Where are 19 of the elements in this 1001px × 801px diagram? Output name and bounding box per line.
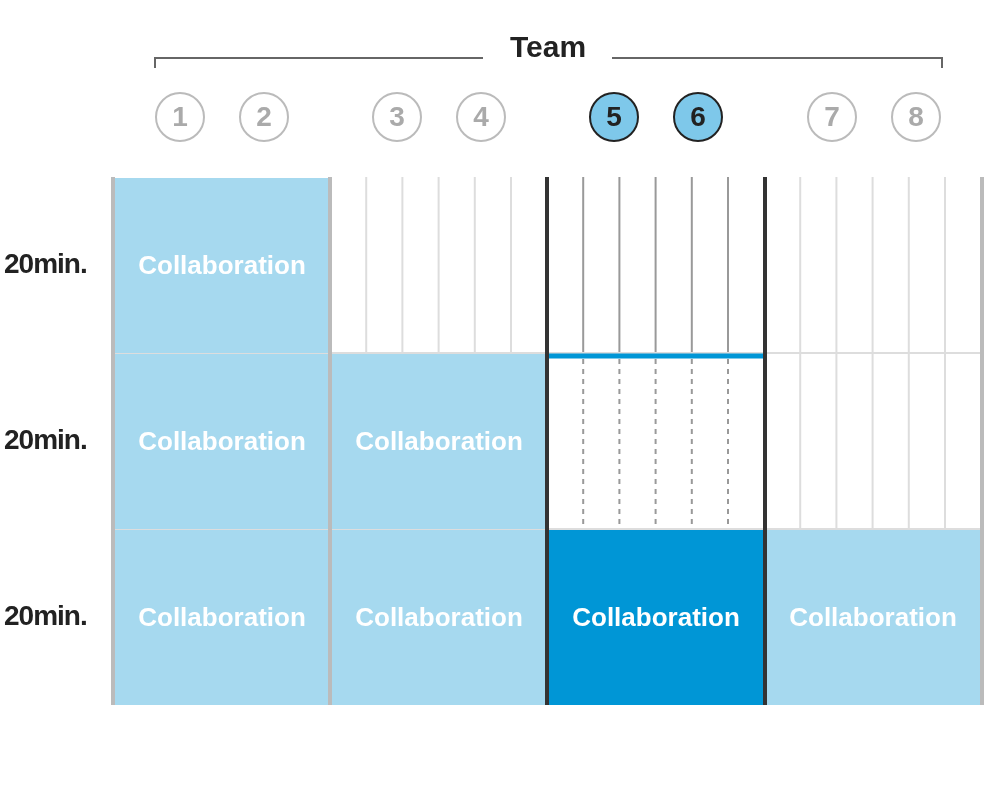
duration-label: 20min. <box>4 424 88 456</box>
member-number-circle: 7 <box>807 92 857 142</box>
member-number-circle: 1 <box>155 92 205 142</box>
duration-label: 20min. <box>4 248 88 280</box>
member-number-circle: 6 <box>673 92 723 142</box>
member-number-circle: 3 <box>372 92 422 142</box>
title: Team <box>508 30 588 64</box>
duration-label: 20min. <box>4 600 88 632</box>
collaboration-block: Collaboration <box>332 354 546 529</box>
member-number-circle: 8 <box>891 92 941 142</box>
member-number-circle: 4 <box>456 92 506 142</box>
collaboration-block: Collaboration <box>549 530 763 705</box>
collaboration-block: Collaboration <box>766 530 980 705</box>
member-number-circle: 5 <box>589 92 639 142</box>
member-number-circle: 2 <box>239 92 289 142</box>
collaboration-block: Collaboration <box>332 530 546 705</box>
collaboration-block: Collaboration <box>115 530 329 705</box>
collaboration-block: Collaboration <box>115 178 329 353</box>
collaboration-block: Collaboration <box>115 354 329 529</box>
